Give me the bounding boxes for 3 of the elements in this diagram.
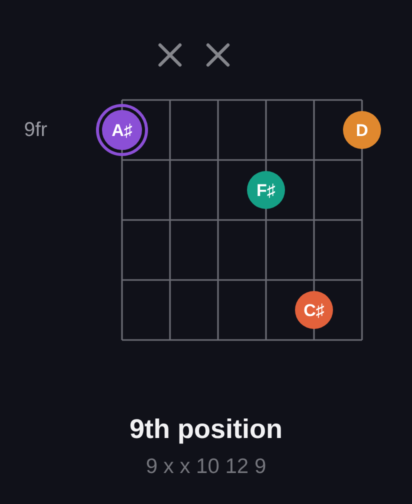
chord-title: 9th position [128,413,284,446]
fret-label: 9fr [24,118,48,143]
chord-caption: 9 x x 10 12 9 [144,454,268,480]
